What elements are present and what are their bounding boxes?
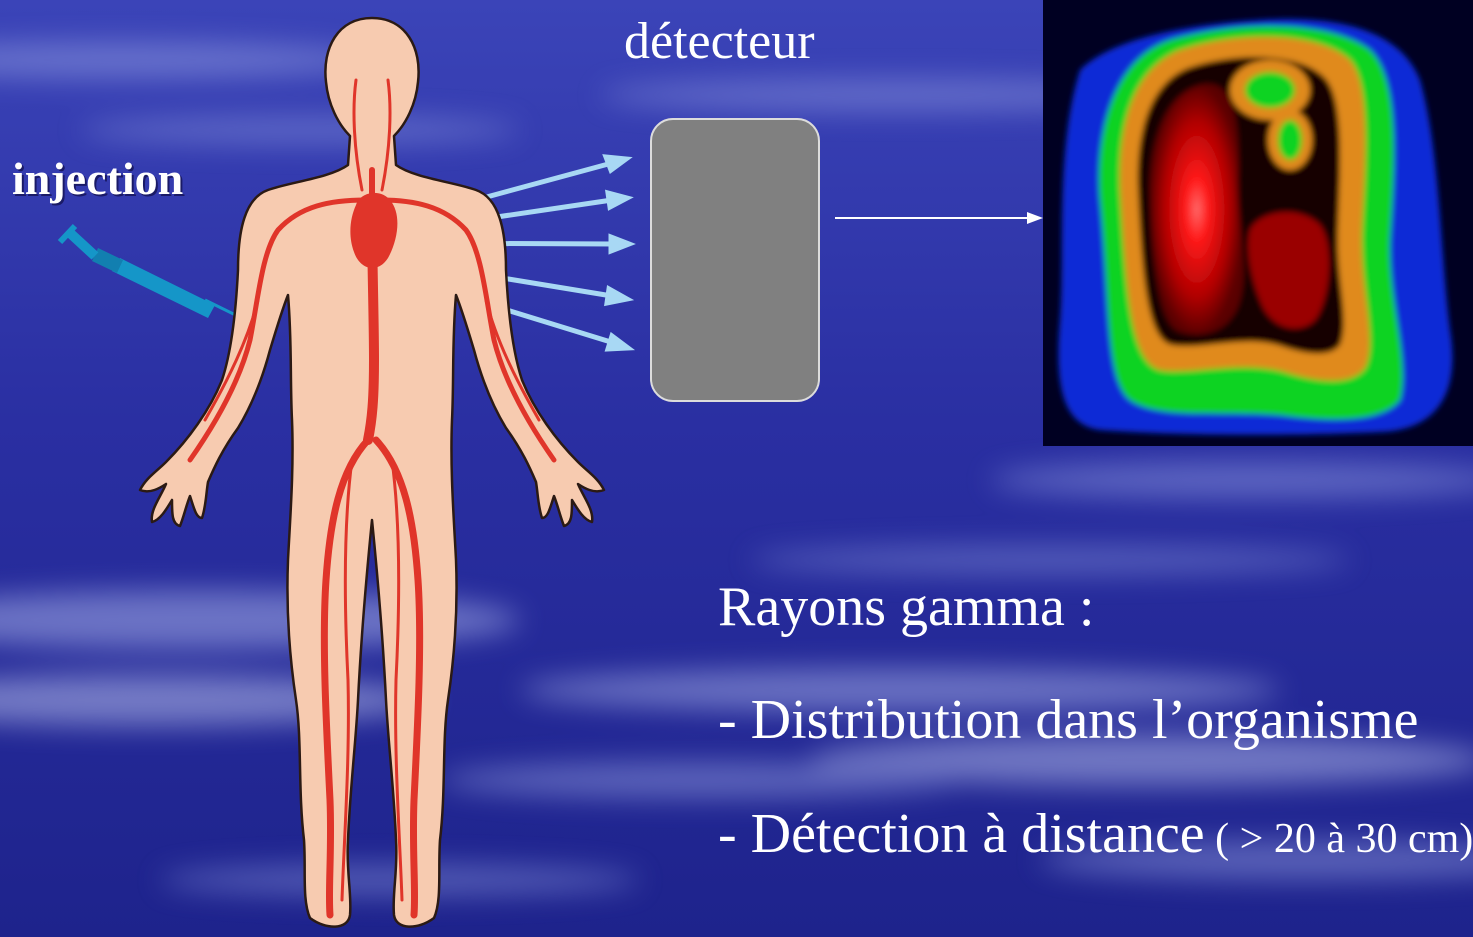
bullet-distribution: - Distribution dans l’organisme	[718, 688, 1418, 752]
detector-block	[651, 119, 819, 401]
bullet-detection-distance-note: ( > 20 à 30 cm)	[1205, 816, 1473, 862]
scintigraphy-image	[1043, 0, 1473, 446]
injection-label: injection	[12, 152, 183, 205]
detector-label: détecteur	[624, 12, 815, 71]
gamma-rays-heading: Rayons gamma :	[718, 575, 1094, 639]
bullet-detection: - Détection à distance ( > 20 à 30 cm)	[718, 802, 1473, 866]
bullet-detection-main: - Détection à distance	[718, 803, 1205, 865]
